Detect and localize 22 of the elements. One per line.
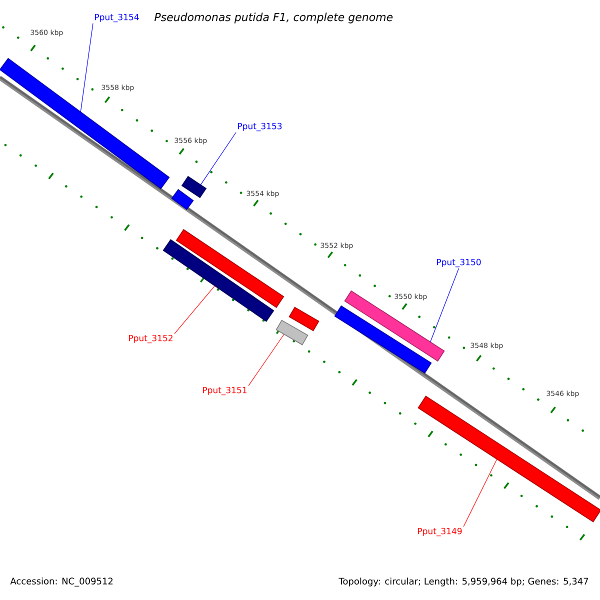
gene-label: Pput_3149: [418, 528, 462, 536]
info-text: Topology: circular; Length: 5,959,964 bp; Genes: 5,347: [338, 578, 588, 586]
leader-line: [174, 286, 216, 334]
gene-label: Pput_3154: [95, 14, 139, 22]
info-text: Accession: NC_009512: [10, 578, 113, 586]
gene-bar: [171, 189, 194, 210]
gene-label: Pput_3151: [203, 386, 247, 396]
gene-bar: [162, 239, 274, 322]
title: Pseudomonas putida F1, complete genome: [154, 12, 393, 24]
leader-line: [200, 132, 236, 186]
gene-bar: [0, 58, 170, 190]
gene-bar: [288, 306, 320, 332]
leader-line: [430, 268, 460, 342]
gene-bar: [418, 396, 600, 522]
gene-label: Pput_3153: [238, 122, 282, 132]
leader-line: [463, 458, 498, 527]
leader-line: [248, 334, 284, 386]
gene-bar: [276, 320, 308, 346]
leader-line: [80, 23, 94, 112]
gene-label: Pput_3150: [437, 258, 481, 268]
gene-bar: [176, 229, 284, 308]
gene-label: Pput_3152: [129, 334, 172, 344]
